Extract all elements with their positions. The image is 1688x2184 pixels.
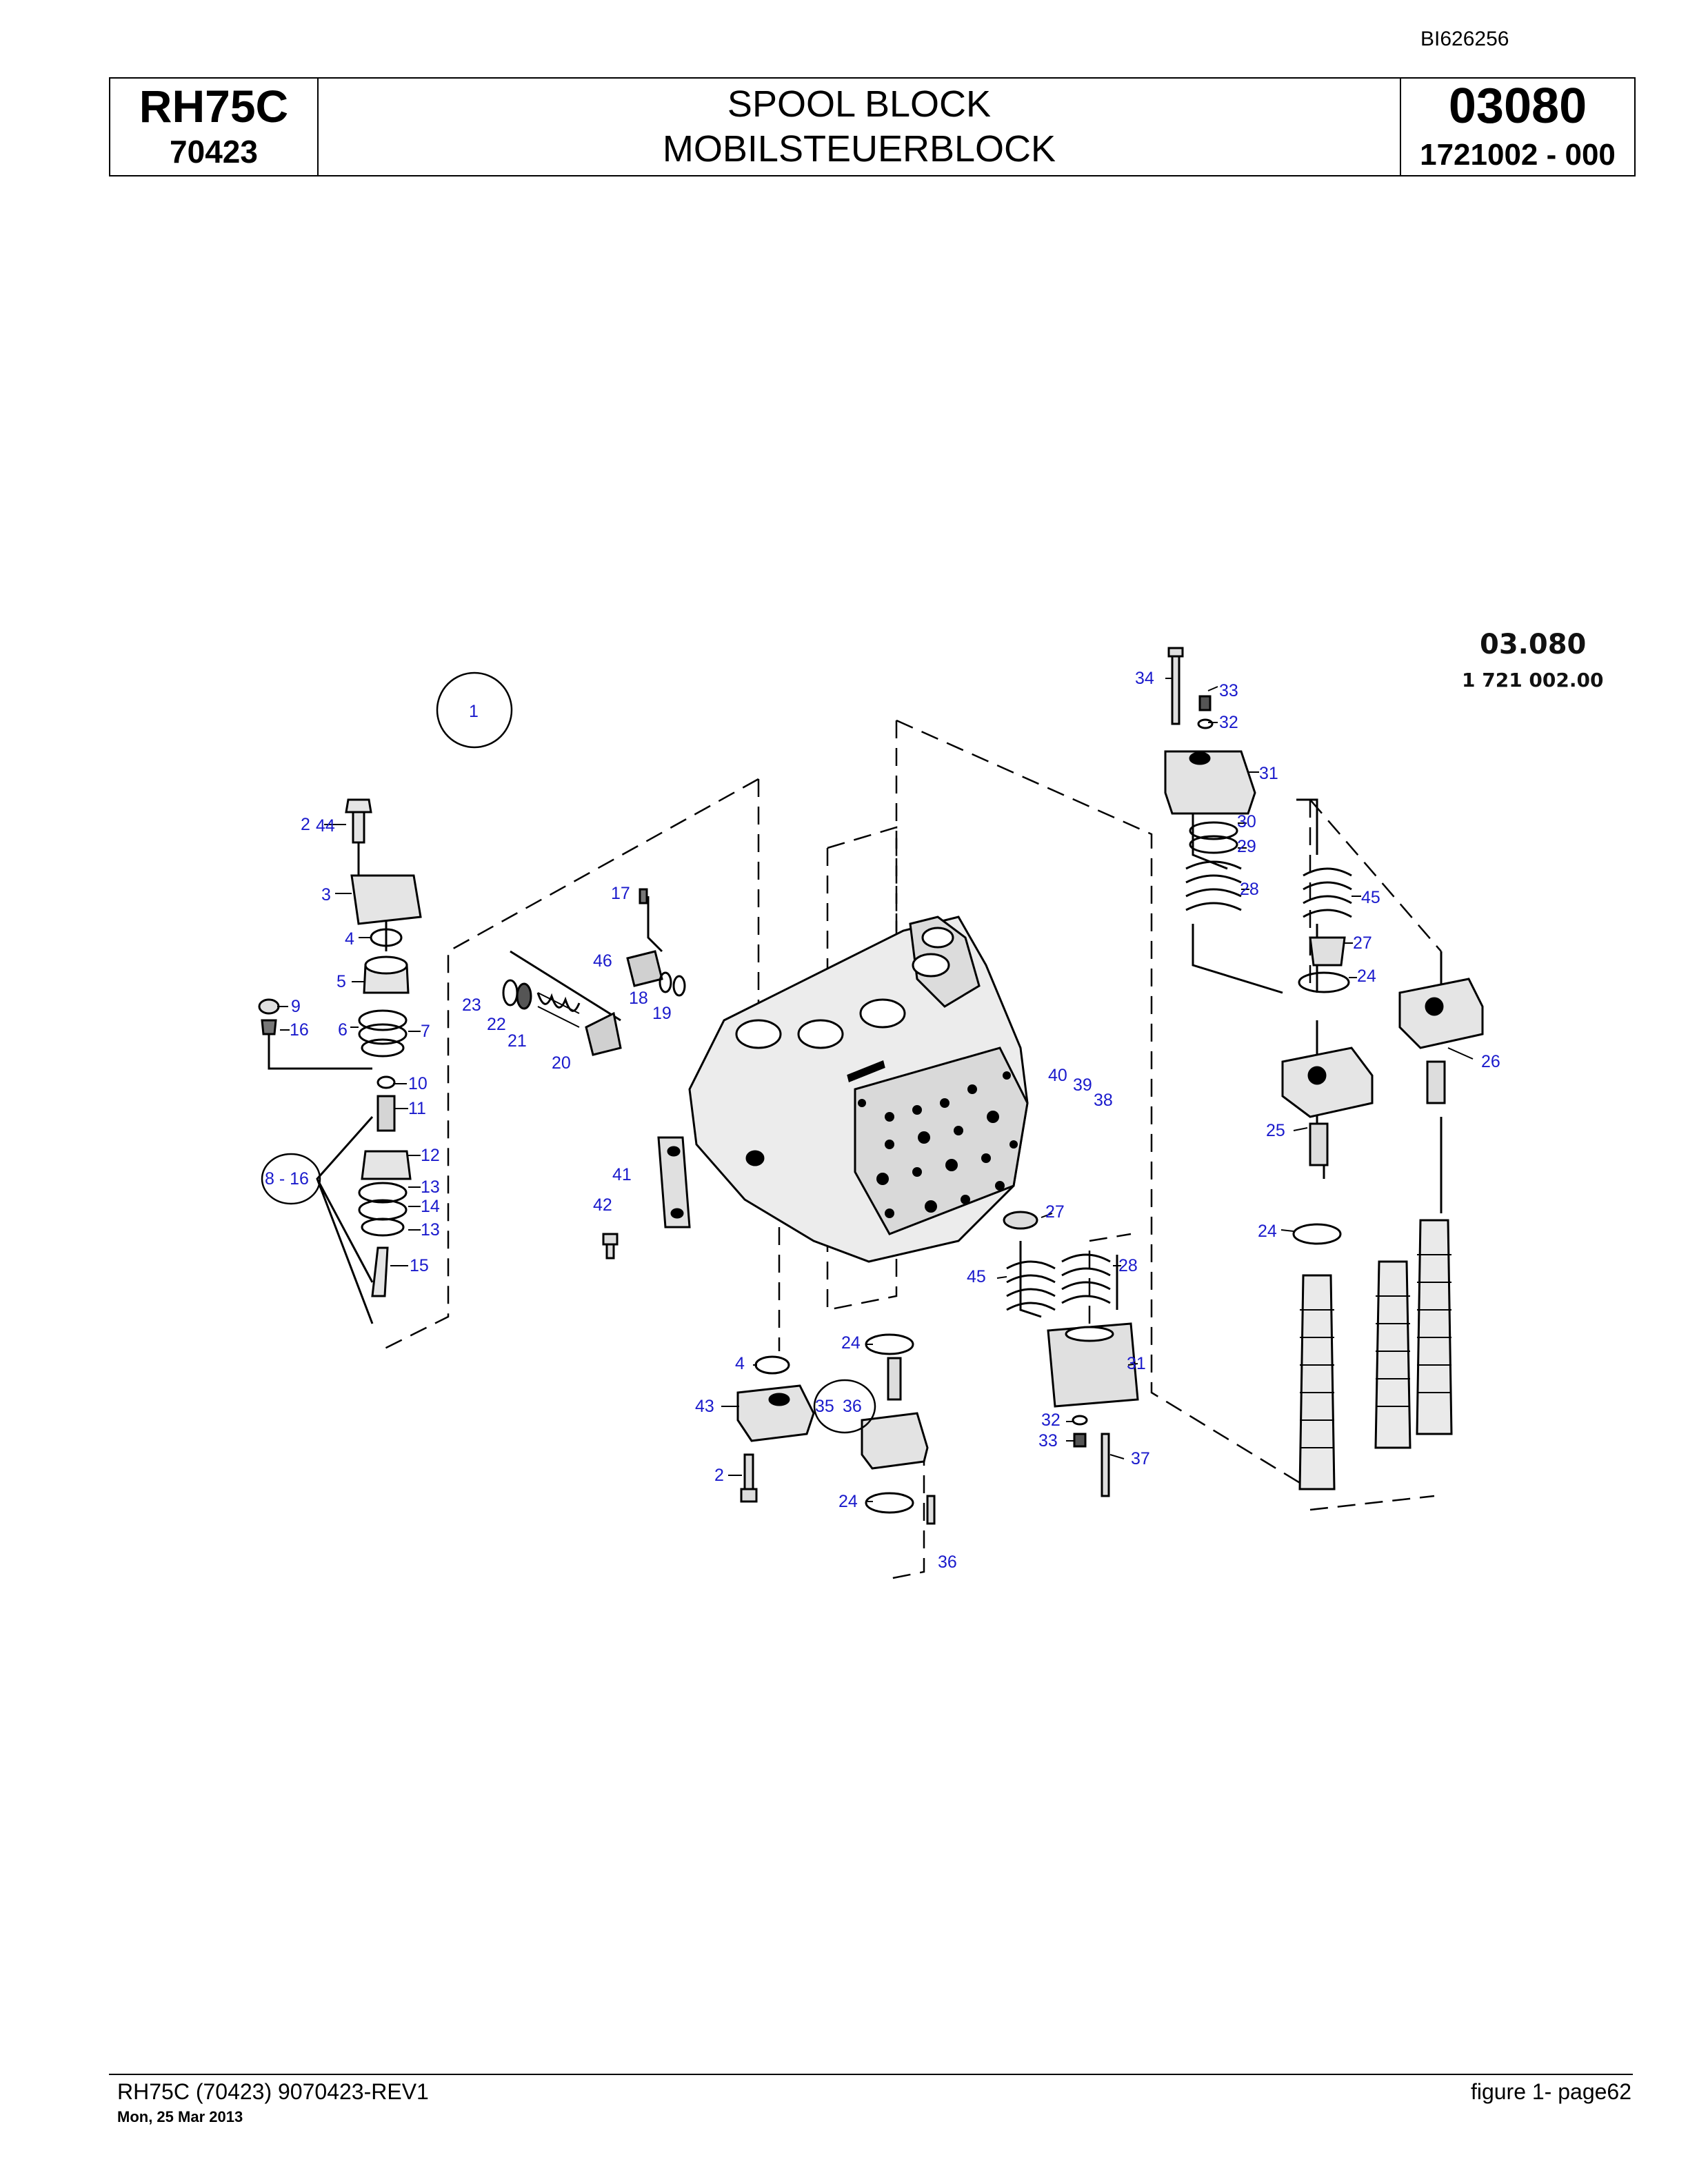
item-label: 7 [421,1022,430,1041]
item-label: 28 [1240,880,1259,899]
item-label: 13 [421,1220,440,1240]
item-label: 5 [336,972,346,991]
model-name: RH75C [139,81,289,132]
item-label: 20 [552,1053,571,1073]
item-label: 31 [1259,764,1278,783]
item-label: 12 [421,1146,440,1165]
item-label: 24 [841,1333,861,1353]
item-label: 25 [1266,1121,1285,1140]
item-label: 15 [410,1256,429,1275]
footer-page-ref: figure 1- page62 [1470,2079,1631,2104]
item-label: 13 [421,1177,440,1197]
item-label: 30 [1237,812,1256,831]
item-label: 2 [301,815,310,834]
item-label: 32 [1041,1410,1061,1430]
item-label: 3 [321,885,331,904]
pair-callout-a: 35 [815,1397,834,1416]
drawing-stamp-number: 1 721 002.00 [1462,669,1603,691]
exploded-parts-diagram: 03.080 1 721 002.00 1 8 - 16 35 36 2 44 … [258,629,1603,1580]
item-label: 46 [593,951,612,971]
code-cell: 03080 1721002 - 000 [1400,79,1634,175]
item-label: 32 [1219,713,1238,732]
item-label: 9 [291,997,301,1016]
range-callout-label: 8 - 16 [265,1169,309,1189]
item-label: 14 [421,1197,440,1216]
item-label: 39 [1073,1075,1092,1095]
document-id: BI626256 [1420,28,1509,50]
item-label: 33 [1219,681,1238,700]
item-label: 40 [1048,1066,1067,1085]
item-label: 44 [316,816,335,836]
item-label: 10 [408,1074,428,1093]
item-label: 4 [345,929,354,949]
footer-doc-ref: RH75C (70423) 9070423-REV1 [117,2079,429,2104]
item-label: 41 [612,1165,632,1184]
item-label: 22 [487,1015,506,1034]
item-label: 24 [1258,1222,1277,1241]
item-label: 33 [1038,1431,1058,1450]
item-label: 19 [652,1004,672,1023]
item-label: 11 [408,1099,426,1118]
item-label: 45 [967,1267,986,1286]
item-label: 24 [838,1492,858,1511]
item-label: 2 [714,1466,724,1485]
item-label: 17 [611,884,630,903]
item-label: 24 [1357,967,1376,986]
pair-callout-b: 36 [843,1397,862,1416]
item-label: 42 [593,1195,612,1215]
item-label: 28 [1118,1256,1138,1275]
item-label: 37 [1131,1449,1150,1468]
group-code: 03080 [1448,79,1587,134]
serial-number: 70423 [170,134,258,170]
footer-divider [109,2074,1633,2075]
item-label: 26 [1481,1052,1500,1071]
item-label: 34 [1135,669,1154,688]
title-cell: SPOOL BLOCK MOBILSTEUERBLOCK [317,79,1400,175]
item-label: 16 [290,1020,309,1040]
model-cell: RH75C 70423 [110,79,317,175]
item-label: 31 [1127,1354,1146,1373]
item-labels: 2 44 3 4 5 9 16 6 7 10 11 12 13 14 13 15… [290,669,1500,1572]
title-german: MOBILSTEUERBLOCK [662,128,1056,170]
drawing-stamp-code: 03.080 [1480,629,1586,660]
item-label: 6 [338,1020,348,1040]
item-label: 27 [1045,1202,1065,1222]
item-label: 21 [508,1031,527,1051]
title-english: SPOOL BLOCK [727,83,992,125]
part-number: 1721002 - 000 [1420,138,1616,172]
item-label: 36 [938,1553,957,1572]
item-label: 45 [1361,888,1380,907]
item-label: 23 [462,995,481,1015]
footer-date: Mon, 25 Mar 2013 [117,2108,243,2125]
item-label: 43 [695,1397,714,1416]
item-label: 4 [735,1354,745,1373]
item-label: 27 [1353,933,1372,953]
title-block: RH75C 70423 SPOOL BLOCK MOBILSTEUERBLOCK… [109,77,1636,176]
callout-circle-label: 1 [469,702,479,721]
item-label: 38 [1094,1091,1113,1110]
item-label: 18 [629,989,648,1008]
item-label: 29 [1237,837,1256,856]
